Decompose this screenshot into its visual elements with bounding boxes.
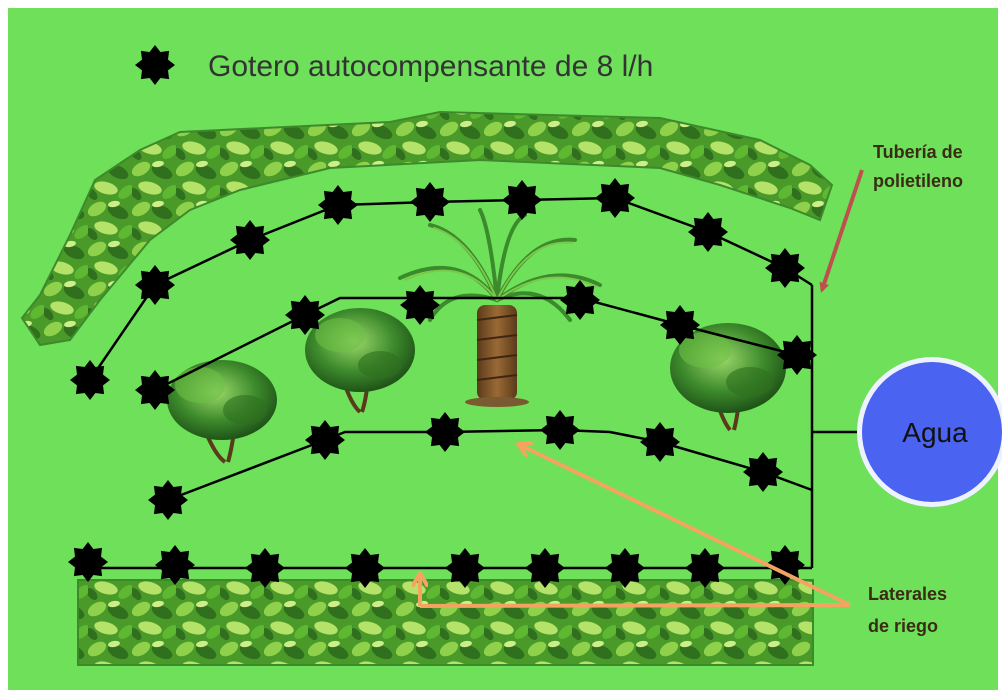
lateral-4-dripper-icon [525,548,565,588]
lateral-3-dripper-icon [425,412,465,452]
lateral-4-dripper-icon [245,548,285,588]
lateral-1-dripper-icon [318,185,358,225]
lateral-1-dripper-icon [230,220,270,260]
lateral-2-dripper-icon [135,370,175,410]
palm-tree [398,208,602,407]
lateral-1-dripper-icon [765,248,805,288]
water-source-label: Agua [902,417,968,448]
lateral-4-dripper-icon [685,548,725,588]
laterals-label-line-1: Laterales [868,584,947,604]
lateral-3-dripper-icon [640,422,680,462]
legend-label: Gotero autocompensante de 8 l/h [208,50,653,83]
laterals-arrow-upper [520,445,851,607]
lateral-3-dripper-icon [540,410,580,450]
laterals-arrow-lower [419,603,851,608]
lateral-1-dripper-icon [135,265,175,305]
lateral-4-dripper-icon [68,542,108,582]
bottom-hedge [77,579,814,666]
shrub-middle [305,308,415,414]
lateral-1-dripper-icon [688,212,728,252]
pipe-label-line-2: polietileno [873,171,963,191]
water-source-circle [862,362,1002,502]
lateral-4-dripper-icon [345,548,385,588]
lateral-2-dripper-icon [285,295,325,335]
dripper-icon [135,45,175,85]
lateral-2-dripper-icon [560,280,600,320]
lateral-3-dripper-icon [305,420,345,460]
lateral-1-dripper-icon [410,182,450,222]
lateral-2-dripper-icon [660,305,700,345]
laterals-label-line-2: de riego [868,616,938,636]
lateral-1-dripper-icon [70,360,110,400]
drippers [68,45,817,588]
lateral-3-dripper-icon [148,480,188,520]
lateral-1-dripper-icon [502,180,542,220]
laterals-arrows [419,445,851,608]
lateral-4-dripper-icon [155,545,195,585]
lateral-2-dripper-icon [777,335,817,375]
pipe-label: Tubería de polietileno [873,142,963,191]
pipe-label-line-1: Tubería de [873,142,963,162]
pipe-arrow [819,169,864,293]
top-hedge [20,110,834,347]
lateral-2-dripper-icon [400,285,440,325]
laterals-label: Laterales de riego [868,584,947,636]
water-source: Agua [857,357,1002,507]
lateral-4-dripper-icon [765,545,805,585]
lateral-4-dripper-icon [605,548,645,588]
shrub-left [167,360,277,464]
lateral-3-dripper-icon [743,452,783,492]
lateral-1-dripper-icon [595,178,635,218]
lateral-4-dripper-icon [445,548,485,588]
